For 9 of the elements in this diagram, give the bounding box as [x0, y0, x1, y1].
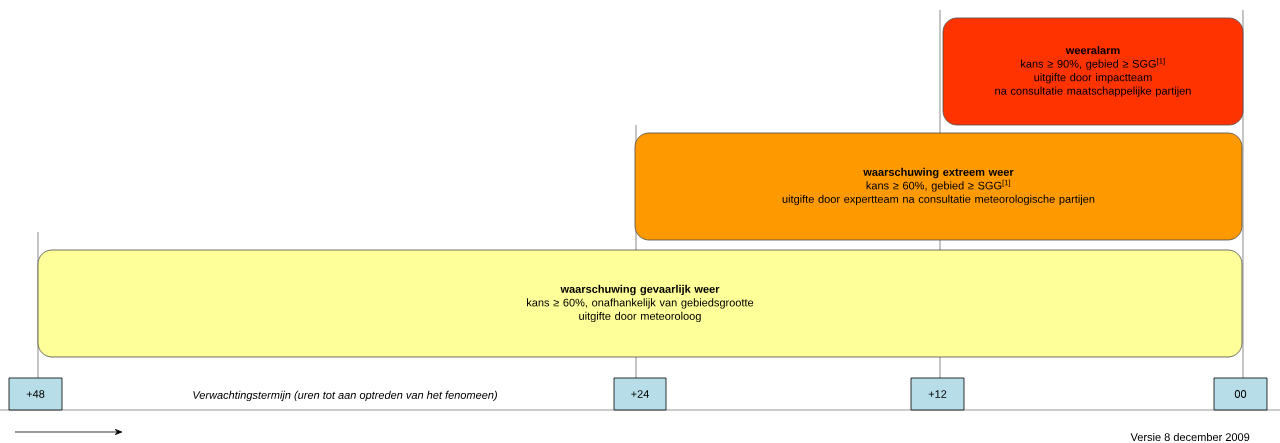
warning-level-box: waarschuwing extreem weer kans ≥ 60%, gebied ≥ SGG$^{[1]}$ uitgifte door expertteam na consultatie meteorologische partijen [634, 132, 1243, 241]
warning-level-box: waarschuwing gevaarlijk weer kans ≥ 60%, onafhankelijk van gebiedsgrootte uitgifte door meteoroloog [37, 249, 1243, 358]
warning-level-box: weeralarm kans ≥ 90%, gebied ≥ SGG$^{[1]}$ uitgifte door impactteam na consultatie maatschappelijke partijen [942, 17, 1244, 126]
time-marker-box: 00 [1213, 377, 1268, 411]
time-marker-box: +12 [910, 377, 965, 411]
time-marker-box: +48 [8, 377, 63, 411]
version-note: Versie 8 december 2009 [1130, 432, 1250, 442]
time-marker-box: +24 [613, 377, 667, 411]
axis-caption: Verwachtingstermijn (uren tot aan optreden van het fenomeen) [193, 390, 497, 402]
